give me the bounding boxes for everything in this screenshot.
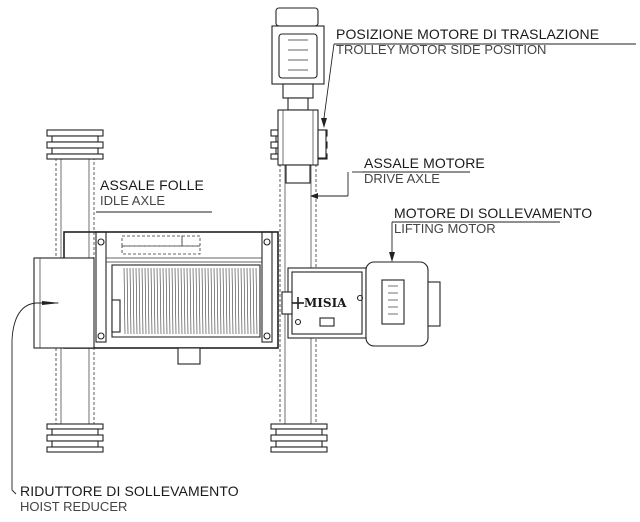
hoist-reducer-it: RIDUTTORE DI SOLLEVAMENTO (20, 483, 239, 499)
drive-axle-it: ASSALE MOTORE (364, 155, 485, 171)
idle-axle-label: ASSALE FOLLE IDLE AXLE (100, 178, 204, 207)
lifting-motor-it: MOTORE DI SOLLEVAMENTO (394, 205, 593, 221)
idle-axle-it: ASSALE FOLLE (100, 177, 204, 193)
trolley-motor-position-label: POSIZIONE MOTORE DI TRASLAZIONE TROLLEY … (336, 27, 599, 56)
trolley-frame (63, 231, 279, 349)
trolley-motor-position-it: POSIZIONE MOTORE DI TRASLAZIONE (336, 26, 600, 42)
trolley-motor-position-en: TROLLEY MOTOR SIDE POSITION (336, 42, 547, 57)
bottom-bracket (177, 347, 201, 365)
leader-lines (11, 43, 636, 495)
trolley-motor (271, 7, 327, 184)
hoist-reducer (33, 257, 95, 349)
brand-label: MISIA (304, 296, 347, 310)
idle-axle-en: IDLE AXLE (100, 193, 166, 208)
lifting-motor-en: LIFTING MOTOR (394, 221, 496, 236)
left-axle-beam (46, 129, 104, 453)
lifting-motor: MISIA (281, 261, 441, 347)
drive-axle-en: DRIVE AXLE (364, 171, 440, 186)
hoist-reducer-label: RIDUTTORE DI SOLLEVAMENTO HOIST REDUCER (20, 484, 239, 513)
rope-drum (111, 264, 261, 338)
drive-axle-label: ASSALE MOTORE DRIVE AXLE (364, 156, 485, 185)
hoist-reducer-en: HOIST REDUCER (20, 499, 128, 514)
lifting-motor-label: MOTORE DI SOLLEVAMENTO LIFTING MOTOR (394, 206, 592, 235)
